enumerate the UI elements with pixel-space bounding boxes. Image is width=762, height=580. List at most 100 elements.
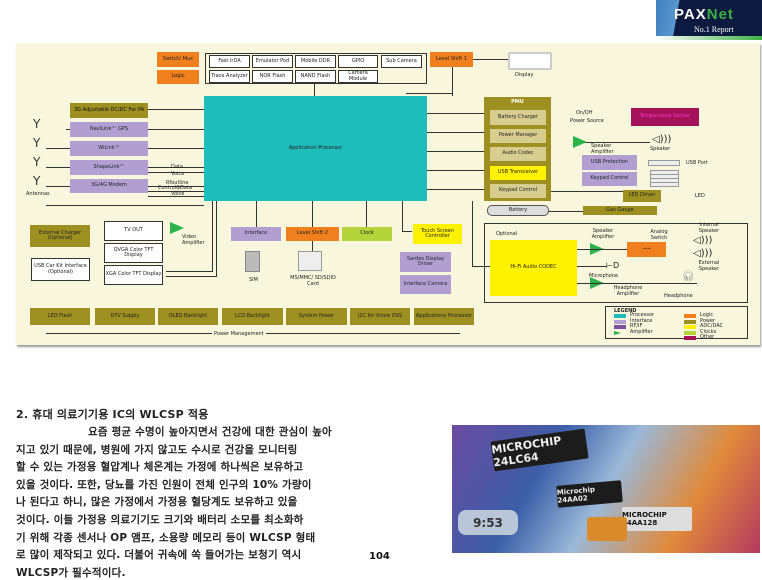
signal-label: Voice [171, 191, 185, 197]
keypad-control-block: Keypad Control [582, 172, 637, 186]
paragraph-line: 기 위해 각종 센서나 OP 앰프, 소용량 메모리 등이 WLCSP 형태 [16, 531, 316, 544]
navilink-gps-block: NaviLink™ GPS [70, 122, 148, 137]
fast-irda-block: Fast IrDA [209, 55, 250, 68]
legend-swatch [684, 330, 696, 335]
speaker-icon: ◁))) [693, 248, 713, 259]
nand-flash-block: NAND Flash [295, 70, 336, 83]
amplifier-icon [573, 136, 587, 148]
speaker-amp-2-label: Speaker Amplifier [591, 228, 615, 240]
legend-swatch [684, 314, 696, 318]
sim-label: SIM [249, 277, 258, 283]
paragraph-line: 나 된다고 하니, 많은 가정에서 가정용 혈당계도 보유하고 있을 [16, 496, 298, 509]
temperature-sensor-block: Temperature Sensor [631, 108, 699, 126]
legend-swatch [614, 330, 621, 335]
paragraph-line: WLCSP가 필수적이다. [16, 566, 126, 579]
paragraph-line: 있을 것이다. 또한, 당뇨를 가진 인원이 전체 인구의 10% 가량이 [16, 478, 312, 491]
antenna-icon: Y [33, 155, 41, 169]
switch-mux-block: Switch/ Mux [157, 52, 199, 67]
logic-block: Logic [157, 70, 199, 84]
camera-module-block: Camera Module [338, 70, 378, 83]
peripheral-group [205, 53, 427, 84]
gpio-block: GPIO [338, 55, 378, 68]
led-label: LED [695, 193, 705, 199]
optional-label: Optional [496, 231, 518, 237]
usb-transceiver-block: USB Transceiver [490, 166, 546, 180]
legend-swatch [684, 319, 696, 324]
level-shift-2-block: Level Shift 2 [286, 227, 339, 241]
antenna-icon: Y [33, 117, 41, 131]
headphone-amp-label: Headphone Amplifier [613, 285, 643, 297]
paragraph-line: 할 수 있는 가정용 혈압계나 체온계는 가정에 하나씩은 보유하고 [16, 461, 304, 474]
led-driver-block: LED Driver [623, 190, 661, 202]
section-heading: 2. 휴대 의료기기용 IC의 WLCSP 적용 [16, 408, 209, 421]
trace-analyzer-block: Trace Analyzer [209, 70, 250, 83]
interface-camera-block: Interface Camera [400, 275, 451, 294]
analog-switch-block: ⊸⊸ [627, 242, 666, 257]
audio-codec-block: Audio Codec [490, 147, 546, 161]
headphone-label: Headphone [664, 293, 693, 299]
legend-label: Processor [630, 312, 655, 318]
gas-gauge-block: Gas Gauge [583, 206, 657, 215]
signal-label: Control&Data [158, 185, 192, 191]
power-block-lcd-backlight: LCD Backlight [222, 308, 283, 325]
legend-label: Amplifier [630, 328, 653, 335]
paxnet-logo: PAXNet No.1 Report [656, 0, 762, 40]
logo-tagline: No.1 Report [694, 25, 734, 34]
legend-label: Clocks [700, 328, 717, 335]
battery-charger-block: Battery Charger [490, 110, 546, 125]
antennas-label: Antennas [26, 191, 50, 197]
block-diagram: Switch/ Mux Logic Fast IrDA Emulator Pod… [16, 43, 760, 345]
power-source-label: Power Source [570, 118, 604, 124]
signal-label: Rfoutline [166, 180, 189, 186]
headphone-icon: 🎧︎ [682, 271, 695, 282]
speaker-icon: ◁))) [652, 134, 672, 145]
power-block-led-flash: LED Flash [30, 308, 90, 325]
power-block-system-power: System Power [286, 308, 347, 325]
mobile-ddr-block: Mobile DDR [295, 55, 336, 68]
wilink-block: WiLink™ [70, 141, 148, 156]
sardes-display-driver-block: Sardes Display Driver [400, 252, 451, 272]
amplifier-icon [170, 222, 184, 234]
chip-photo: MICROCHIP 24LC64 Microchip 24AA02 MICROC… [452, 425, 760, 553]
shapelink-block: ShapeLink™ [70, 160, 148, 175]
qvga-display-block: QVGA Color TFT Display [104, 243, 163, 263]
signal-label: Data [171, 164, 183, 170]
display-label: Display [515, 72, 534, 78]
legend-label: RF/IF [630, 323, 643, 329]
pmu-keypad-control-block: Keypad Control [490, 184, 546, 198]
power-block-oled-backlight: OLED Backlight [158, 308, 218, 325]
chip-24aa02: Microchip 24AA02 [556, 480, 623, 508]
external-charger-block: External Charger (Optional) [30, 225, 90, 247]
video-amp-label: Video Amplifier [182, 234, 205, 246]
microphone-icon: ⊢D [606, 261, 620, 270]
power-manager-block: Power Manager [490, 129, 546, 143]
paragraph-line: 로 많이 제작되고 있다. 더불어 귀속에 쏙 들어가는 보청기 역시 [16, 549, 302, 562]
power-management-label: Power Management [212, 331, 266, 338]
power-block-applications-processor: Applications Processor [414, 308, 474, 325]
legend-swatch [684, 325, 696, 329]
legend-label: Logic [700, 312, 714, 318]
on-off-label: On/Off [576, 110, 593, 116]
power-block-dtv-supply: DTV Supply [95, 308, 155, 325]
page-number: 104 [369, 551, 390, 562]
application-processor-block: Application Processor [204, 96, 427, 201]
legend-title: LEGEND [614, 308, 637, 314]
chip-24lc64: MICROCHIP 24LC64 [490, 428, 589, 472]
keypad-icon [650, 170, 679, 187]
antenna-icon: Y [33, 174, 41, 188]
hifi-audio-codec-block: Hi-Fi Audio CODEC [490, 240, 577, 296]
logo-brand: PAXNet [674, 6, 734, 23]
chip-24aa128: MICROCHIP 24AA128 [622, 507, 692, 531]
legend-swatch [614, 319, 626, 324]
speaker-label: Speaker [650, 146, 671, 152]
legend-label: Interface [630, 317, 653, 324]
display-icon [508, 52, 552, 70]
internal-speaker-label: Internal Speaker [698, 222, 720, 234]
power-block-i2c-vcore: I2C for Vcore DVS [350, 308, 410, 325]
emulator-pod-block: Emulator Pod [252, 55, 293, 68]
paragraph-line: 지고 있기 때문에, 병원에 가지 않고도 수시로 건강을 모니터링 [16, 443, 298, 456]
memory-card-label: MS/MMC/ SD/SDIO Card [290, 275, 336, 287]
dcdc-block: 3G Adjustable DC/DC For PA [70, 103, 148, 118]
usb-port-icon [648, 160, 680, 166]
